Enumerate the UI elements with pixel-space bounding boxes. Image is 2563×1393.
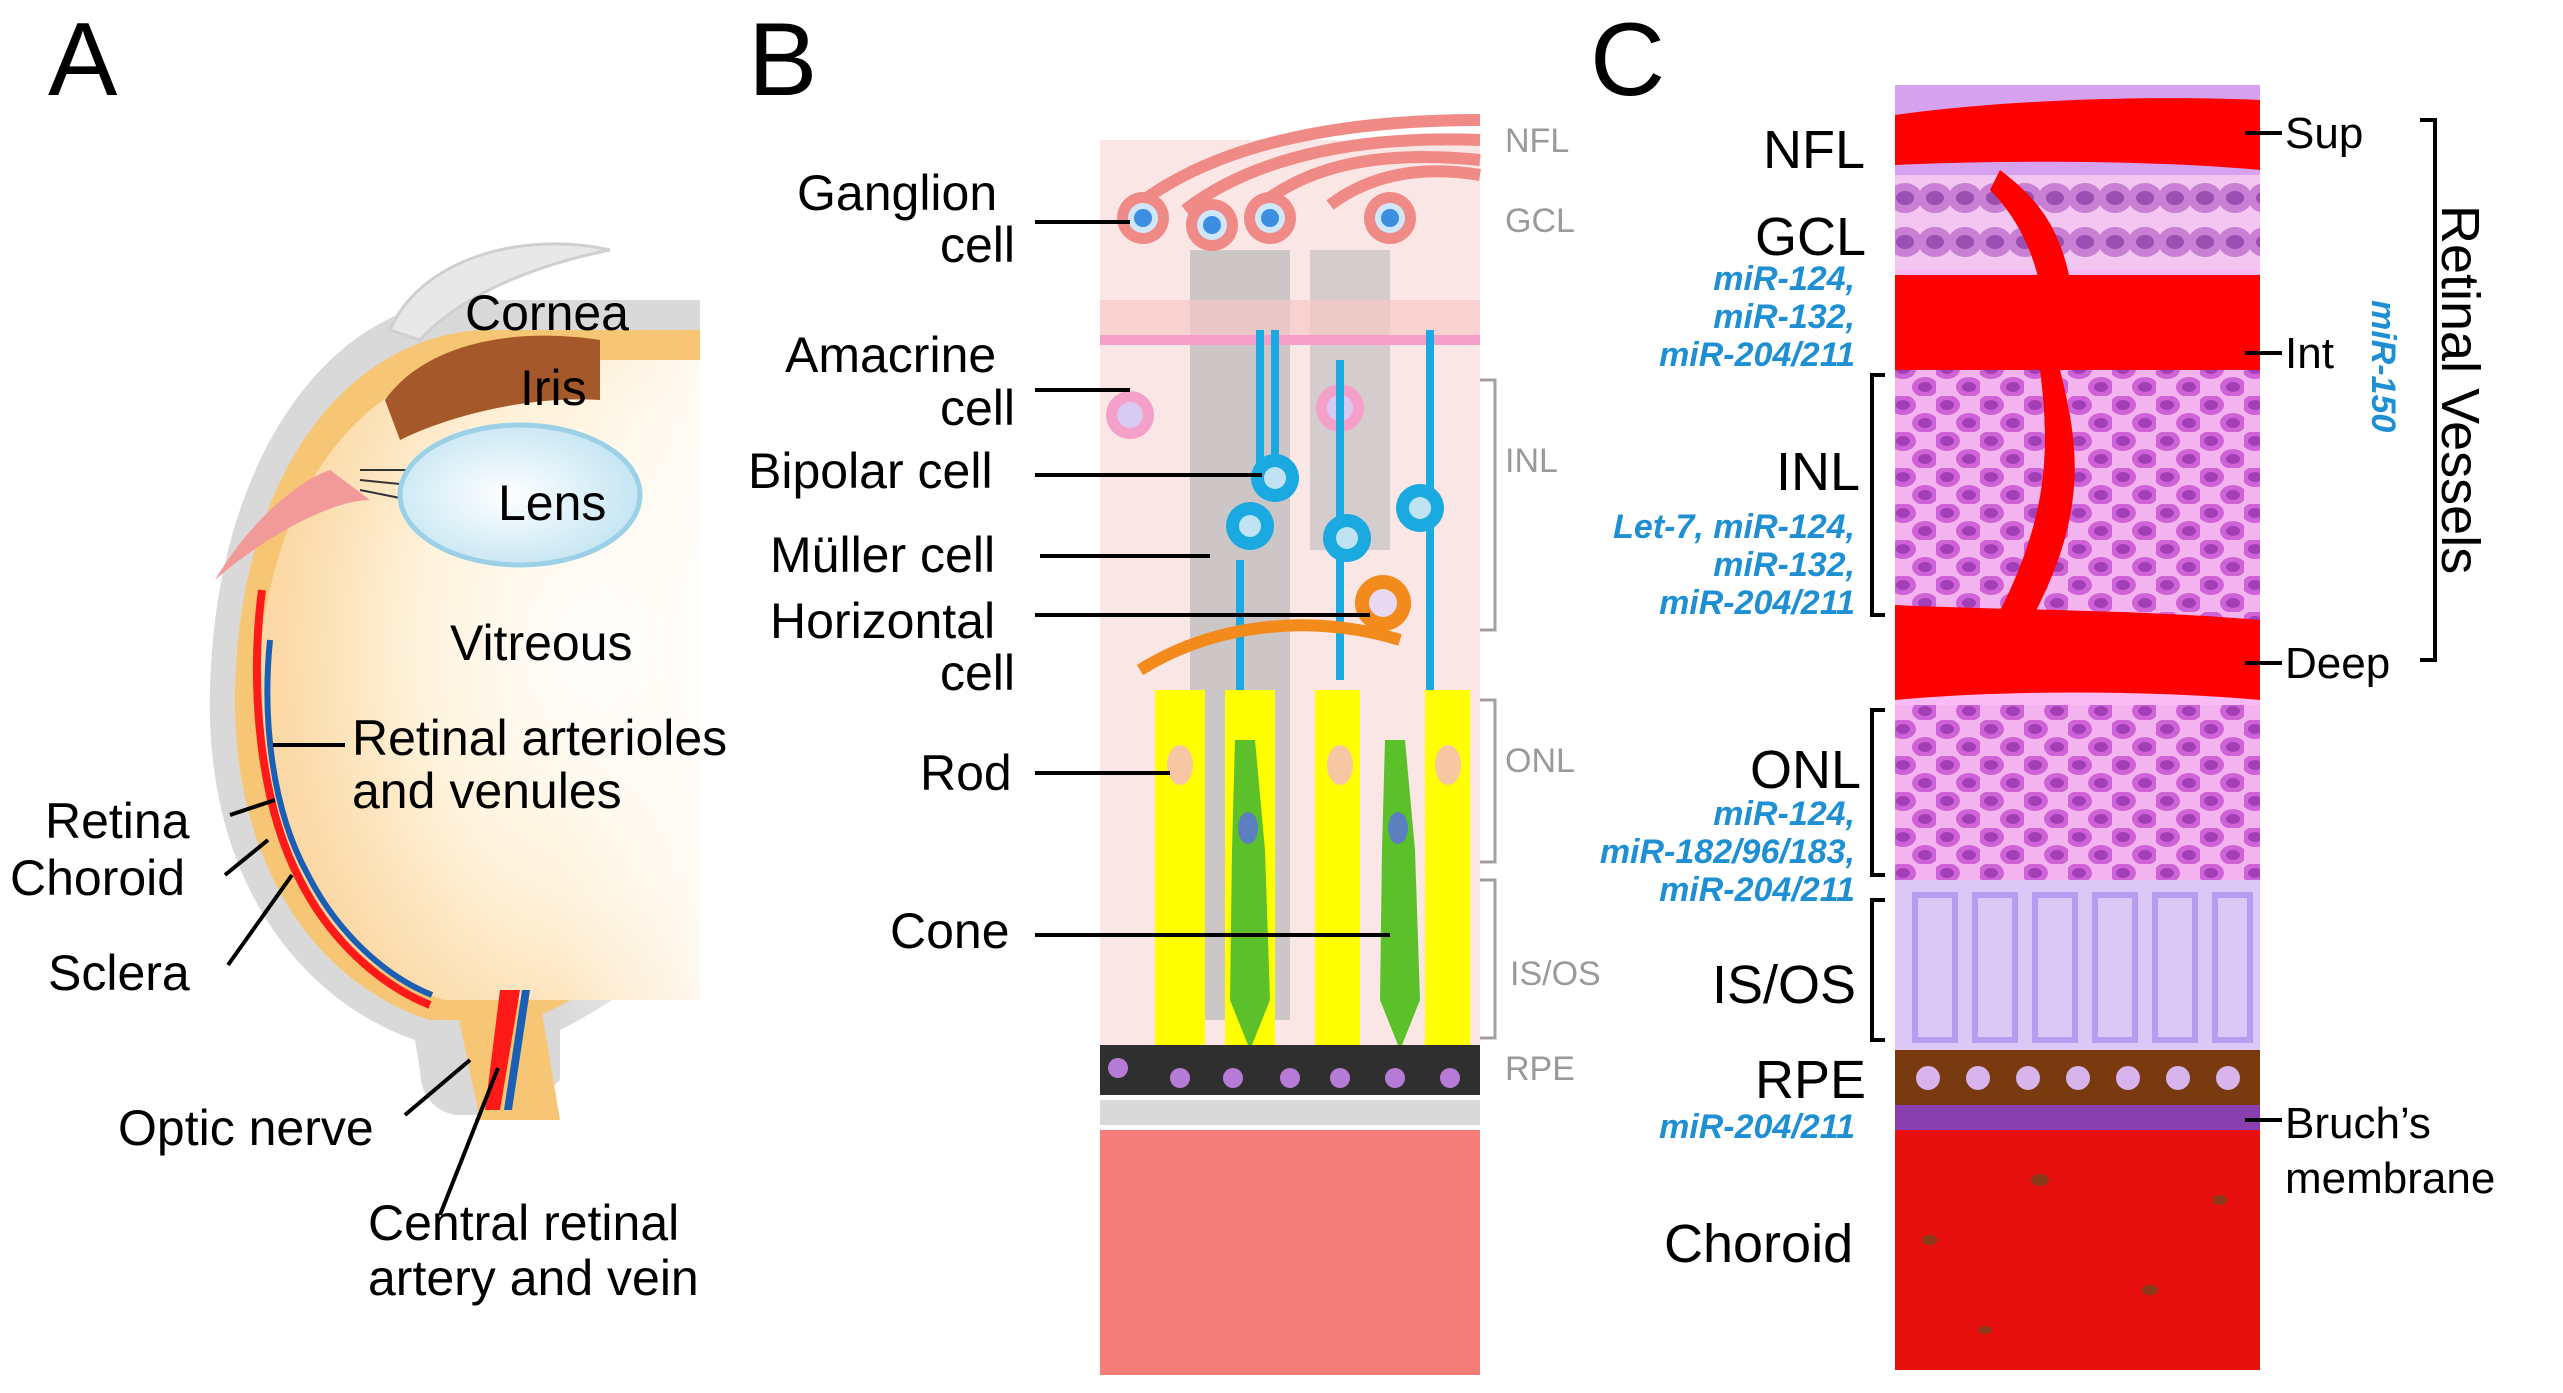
label-vitreous: Vitreous bbox=[450, 615, 633, 671]
label-ganglion-line1: Ganglion bbox=[797, 165, 997, 221]
panel-a-letter: A bbox=[48, 2, 118, 118]
c-bruch-line2: membrane bbox=[2285, 1154, 2495, 1203]
c-mir-rpe: miR-204/211 bbox=[1659, 1108, 1855, 1146]
c-mir-inl-line1: Let-7, miR-124, bbox=[1613, 508, 1855, 546]
b-layer-isos: IS/OS bbox=[1510, 955, 1601, 993]
c-layer-nfl: NFL bbox=[1763, 120, 1865, 180]
retinal-artery-shape bbox=[252, 589, 432, 1009]
b-layer-gcl: GCL bbox=[1505, 202, 1575, 240]
c-mir-gcl-line1: miR-124, bbox=[1713, 260, 1855, 298]
cornea-shape bbox=[387, 242, 611, 342]
bruch-band bbox=[1100, 1100, 1480, 1125]
panel-b-letter: B bbox=[748, 2, 817, 118]
panel-c-leader-lines bbox=[2245, 131, 2282, 1122]
c-mir-gcl-line2: miR-132, bbox=[1713, 298, 1855, 336]
label-retina: Retina bbox=[45, 793, 190, 849]
b-layer-nfl: NFL bbox=[1505, 122, 1569, 160]
retina-histology bbox=[1895, 85, 2260, 1370]
panel-c: C bbox=[1590, 2, 2495, 1370]
label-horizontal-line2: cell bbox=[940, 645, 1015, 701]
c-mir-gcl-line3: miR-204/211 bbox=[1659, 336, 1855, 374]
retinal-vessels-title: Retinal Vessels bbox=[2430, 205, 2490, 574]
c-layer-rpe: RPE bbox=[1755, 1050, 1866, 1110]
label-retinal-vessels-line1: Retinal arterioles bbox=[352, 710, 727, 766]
rod-nuclei bbox=[1167, 745, 1461, 785]
c-mir-inl-line3: miR-204/211 bbox=[1659, 584, 1855, 622]
panel-a: A Cornea Iris L bbox=[10, 2, 740, 1306]
eye-illustration bbox=[209, 242, 740, 1120]
label-choroid: Choroid bbox=[10, 850, 185, 906]
c-mir-vessels: miR-150 bbox=[2364, 300, 2402, 432]
cone-cells bbox=[1230, 740, 1420, 1050]
panel-b-leader-lines bbox=[1035, 220, 1390, 937]
label-optic-nerve: Optic nerve bbox=[118, 1100, 374, 1156]
label-horizontal-line1: Horizontal bbox=[770, 593, 995, 649]
c-vessel-int: Int bbox=[2285, 329, 2334, 378]
ganglion-cells bbox=[1117, 192, 1416, 251]
panel-c-letter: C bbox=[1590, 2, 1665, 118]
retinal-vessels-bracket bbox=[2420, 118, 2437, 662]
label-rod: Rod bbox=[920, 745, 1012, 801]
b-layer-onl: ONL bbox=[1505, 742, 1575, 780]
label-central-line1: Central retinal bbox=[368, 1195, 679, 1251]
label-iris: Iris bbox=[520, 360, 587, 416]
c-inl-band bbox=[1895, 370, 2260, 640]
c-vessel-sup: Sup bbox=[2285, 109, 2363, 158]
retinal-vein-shape bbox=[264, 639, 434, 998]
cone-nuclei bbox=[1238, 812, 1408, 844]
retina-schematic bbox=[1100, 114, 1481, 1375]
c-bruch-line1: Bruch’s bbox=[2285, 1099, 2431, 1148]
c-photoreceptor-outlines bbox=[1912, 892, 2253, 1043]
iris-shape bbox=[385, 335, 600, 440]
nerve-fiber-arcs bbox=[1121, 114, 1481, 220]
c-vessel-deep: Deep bbox=[2285, 639, 2390, 688]
label-bipolar: Bipolar cell bbox=[748, 443, 993, 499]
c-layer-choroid: Choroid bbox=[1664, 1214, 1853, 1274]
b-layer-rpe: RPE bbox=[1505, 1050, 1575, 1088]
label-central-line2: artery and vein bbox=[368, 1250, 699, 1306]
choroid-band bbox=[1100, 1130, 1480, 1375]
label-cornea: Cornea bbox=[465, 285, 629, 341]
lens-shape bbox=[397, 422, 643, 568]
ciliary-shape bbox=[215, 470, 370, 580]
c-choroid-band bbox=[1895, 1130, 2260, 1370]
c-retinal-vessels bbox=[1895, 98, 2260, 700]
c-mir-onl-line1: miR-124, bbox=[1713, 795, 1855, 833]
label-sclera: Sclera bbox=[48, 945, 190, 1001]
panel-b-brackets bbox=[1480, 378, 1497, 1040]
c-layer-isos: IS/OS bbox=[1712, 955, 1856, 1015]
c-mir-inl-line2: miR-132, bbox=[1713, 546, 1855, 584]
label-ganglion-line2: cell bbox=[940, 217, 1015, 273]
c-layer-onl: ONL bbox=[1750, 740, 1861, 800]
label-amacrine-line1: Amacrine bbox=[785, 327, 996, 383]
c-bruch-band bbox=[1895, 1105, 2260, 1130]
c-onl-band bbox=[1895, 705, 2260, 880]
panel-a-leader-lines bbox=[223, 743, 500, 1216]
label-retinal-vessels-line2: and venules bbox=[352, 763, 622, 819]
label-cone: Cone bbox=[890, 903, 1010, 959]
central-vein-shape bbox=[504, 990, 530, 1110]
c-layer-gcl: GCL bbox=[1755, 207, 1866, 267]
c-gcl-band bbox=[1895, 175, 2260, 270]
c-layer-inl: INL bbox=[1776, 442, 1860, 502]
c-rpe-nuclei bbox=[1916, 1066, 2240, 1090]
rpe-nuclei bbox=[1108, 1058, 1460, 1088]
c-mir-onl-line2: miR-182/96/183, bbox=[1600, 833, 1855, 871]
panel-b: B bbox=[748, 2, 1601, 1375]
bipolar-somata bbox=[1226, 454, 1444, 562]
label-amacrine-line2: cell bbox=[940, 380, 1015, 436]
c-mir-onl-line3: miR-204/211 bbox=[1659, 871, 1855, 909]
label-lens: Lens bbox=[498, 475, 606, 531]
label-muller: Müller cell bbox=[770, 527, 995, 583]
panel-c-left-brackets bbox=[1870, 373, 1885, 1042]
c-choroid-specks bbox=[1922, 1174, 2227, 1334]
b-layer-inl: INL bbox=[1505, 442, 1558, 480]
